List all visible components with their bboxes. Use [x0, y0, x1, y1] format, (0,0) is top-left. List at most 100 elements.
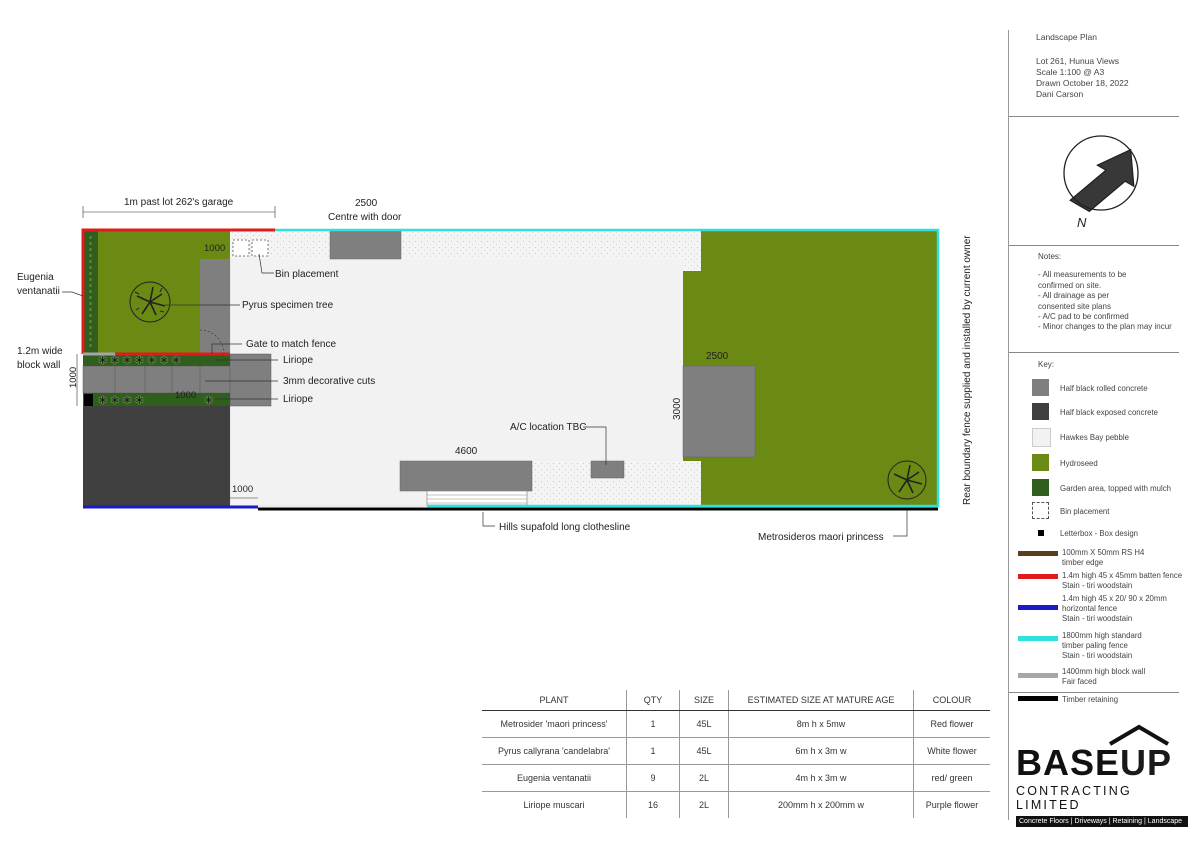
liriope-plants: ✱ ✱ ✱ ✱ ✱ ✱ ✱ ✱ ✱ ✱ ✱ ✱	[98, 355, 214, 408]
table-cell: 200mm h x 200mm w	[728, 791, 914, 818]
dimension-1000-left: 1000	[68, 367, 79, 388]
bin-placement-2	[251, 239, 269, 257]
table-cell: 1	[626, 737, 680, 765]
column-header: COLOUR	[913, 690, 990, 711]
key-heading: Key:	[1038, 360, 1055, 369]
ac-location-label: A/C location TBC	[510, 422, 587, 433]
table-cell: Liriope muscari	[523, 800, 585, 810]
table-cell: Metrosider 'maori princess'	[482, 710, 627, 738]
table-cell: 4m h x 3m w	[728, 764, 914, 792]
sidebar-divider-2	[1009, 245, 1179, 246]
key-line-swatch	[1018, 551, 1058, 556]
table-cell: Pyrus callyrana 'candelabra'	[482, 737, 627, 765]
garage-dimension-label: 1m past lot 262's garage	[124, 197, 234, 208]
exposed-concrete-driveway	[83, 406, 230, 506]
clothesline-pad	[399, 460, 533, 492]
table-cell: Red flower	[913, 710, 990, 738]
note-line: - A/C pad to be confirmed	[1038, 312, 1129, 322]
sidebar-divider-4	[1009, 692, 1179, 693]
title-line-lot: Lot 261, Hunua Views	[1036, 56, 1120, 66]
logo-base: BASE	[1016, 742, 1121, 783]
key-label: Hawkes Bay pebble	[1060, 433, 1129, 442]
key-line-swatch	[1018, 574, 1058, 579]
liriope-strip-bottom	[83, 393, 230, 406]
pebble-top-mid	[401, 230, 701, 259]
dimension-3000: 3000	[672, 397, 683, 420]
red-batten-fence	[81, 228, 275, 354]
eugenia-label-1: Eugenia	[17, 272, 54, 283]
key-line-swatch	[1018, 605, 1058, 610]
column-header: QTY	[626, 690, 680, 711]
note-line: consented site plans	[1038, 301, 1111, 311]
note-line: - All measurements to be	[1038, 270, 1127, 280]
table-cell: 9	[626, 764, 680, 792]
note-line: - Minor changes to the plan may incur	[1038, 322, 1172, 332]
notes-block: Notes: - All measurements to be confirme…	[1038, 252, 1172, 333]
gate-swing	[199, 329, 225, 355]
ac-pad	[590, 460, 625, 479]
key-swatch	[1032, 403, 1049, 420]
metrosideros-label: Metrosideros maori princess	[758, 532, 884, 543]
table-row: Pyrus callyrana 'candelabra' 1 45L 6m h …	[482, 737, 990, 765]
liriope-label-2: Liriope	[283, 394, 313, 405]
door-dimension-label: 2500	[355, 198, 378, 209]
bin-placement-1	[232, 239, 250, 257]
key-line-swatch	[1018, 673, 1058, 678]
pyrus-label: Pyrus specimen tree	[242, 300, 334, 311]
logo-subtitle: CONTRACTING LIMITED	[1016, 784, 1132, 812]
clothesline	[426, 490, 528, 506]
title-sidebar	[1008, 30, 1190, 820]
dimension-1000-bottom: 1000	[232, 484, 253, 495]
key-label: Garden area, topped with mulch	[1060, 484, 1171, 493]
key-label: Half black rolled concrete	[1060, 384, 1148, 393]
logo-up: UP	[1120, 742, 1173, 783]
title-line-scale: Scale 1:100 @ A3	[1036, 67, 1105, 77]
landscape-plan-drawing: ✱ ✱ ✱ ✱ ✱ ✱ ✱ ✱ ✱ ✱ ✱ ✱	[17, 197, 973, 543]
dimension-1000-top: 1000	[204, 243, 225, 254]
logo-tagline: Concrete Floors | Driveways | Retaining …	[1016, 816, 1188, 827]
key-swatch	[1032, 428, 1051, 447]
title-block: Landscape Plan Lot 261, Hunua Views Scal…	[1036, 32, 1129, 100]
svg-text:✱ ✱ ✱ ✱ ✱ ✱ ✱: ✱ ✱ ✱ ✱ ✱ ✱ ✱	[98, 355, 181, 367]
side-path-column	[200, 259, 230, 354]
door-centre-label: Centre with door	[328, 212, 402, 223]
table-cell: Purple flower	[913, 791, 990, 818]
key-swatch	[1038, 530, 1044, 536]
notes-heading: Notes:	[1038, 252, 1062, 261]
table-cell: 2L	[679, 764, 729, 792]
sidebar-divider-1	[1009, 116, 1179, 117]
pavers-strip	[82, 365, 231, 394]
key-label: Hydroseed	[1060, 459, 1098, 468]
decorative-cuts-label: 3mm decorative cuts	[283, 376, 375, 387]
bin-placement-label: Bin placement	[275, 269, 339, 280]
column-header: PLANT	[482, 690, 627, 711]
key-label: Half black exposed concrete	[1060, 408, 1158, 417]
dimension-4600: 4600	[455, 446, 478, 457]
paver-extension	[229, 353, 272, 407]
north-label: N	[1077, 215, 1087, 230]
key-line-swatch	[1018, 636, 1058, 641]
plant-schedule-table: PLANT QTY SIZE ESTIMATED SIZE AT MATURE …	[482, 690, 990, 818]
key-swatch	[1032, 454, 1049, 471]
title-line-author: Dani Carson	[1036, 89, 1084, 99]
logo-wordmark: BASEUP	[1016, 744, 1188, 782]
plan-title: Landscape Plan	[1036, 32, 1097, 42]
gate-label: Gate to match fence	[246, 339, 336, 350]
rear-fence-label: Rear boundary fence supplied and install…	[962, 235, 973, 505]
dimension-1000-mid: 1000	[175, 390, 196, 401]
svg-text:✱: ✱	[204, 395, 213, 407]
table-cell: 6m h x 3m w	[728, 737, 914, 765]
table-cell: 16	[626, 791, 680, 818]
note-line: - All drainage as per	[1038, 291, 1110, 301]
pebble-right-notch	[683, 259, 701, 271]
right-concrete-pad	[682, 365, 756, 458]
title-line-drawn: Drawn October 18, 2022	[1036, 78, 1129, 88]
metrosideros-tree-symbol	[887, 460, 927, 500]
key-label: Letterbox - Box design	[1060, 529, 1139, 538]
table-cell: 2L	[679, 791, 729, 818]
table-cell: red/ green	[913, 764, 990, 792]
key-swatch	[1032, 479, 1049, 496]
eugenia-label-2: ventanatii	[17, 286, 60, 297]
table-row: Metrosider 'maori princess' 1 45L 8m h x…	[482, 710, 990, 738]
table-row: Liriope muscari 16 2L 200mm h x 200mm w …	[482, 791, 990, 818]
